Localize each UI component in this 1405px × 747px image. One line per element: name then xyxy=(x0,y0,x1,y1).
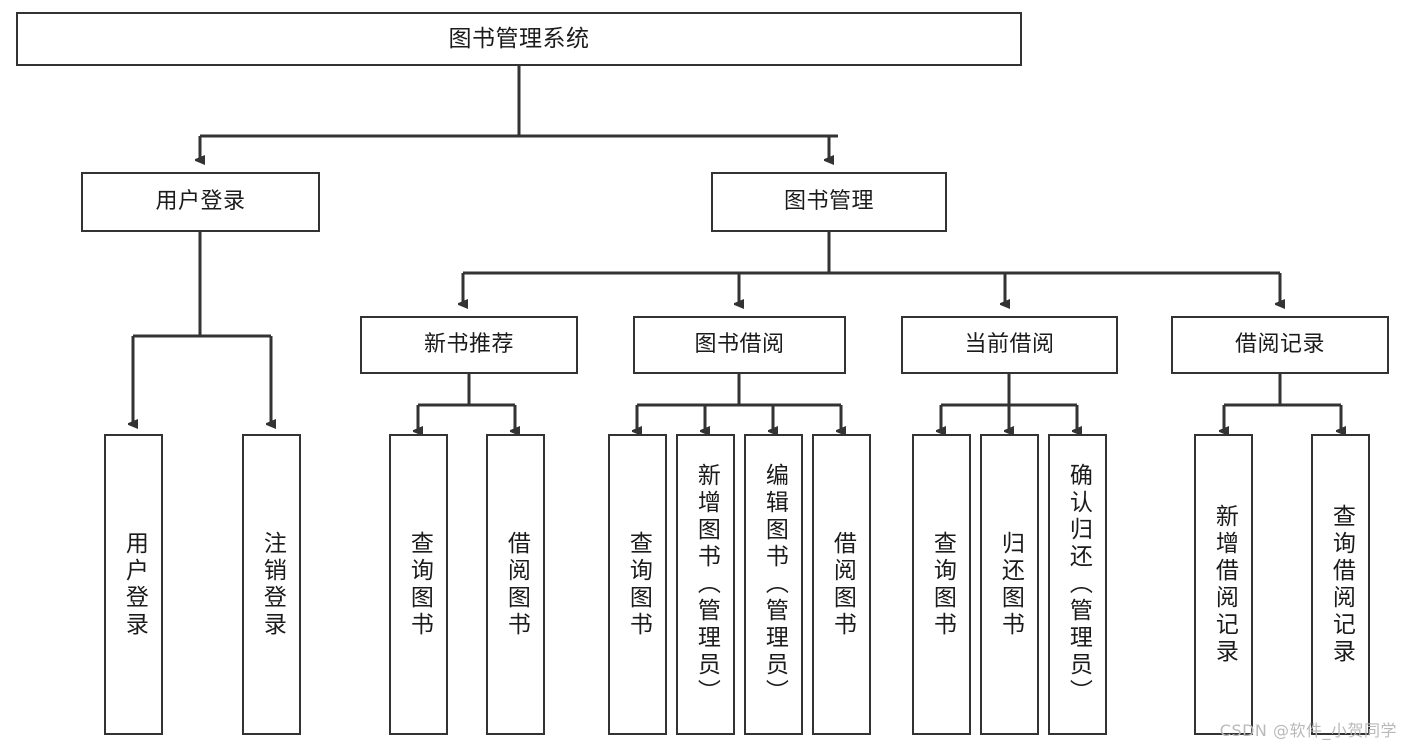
leaf-current-query-book[interactable]: 查询图书 xyxy=(912,434,971,735)
node-borrow-records-label: 借阅记录 xyxy=(1234,332,1325,358)
leaf-current-query-book-label: 查询图书 xyxy=(929,530,956,639)
leaf-records-query-record-label: 查询借阅记录 xyxy=(1328,503,1355,666)
leaf-current-confirm-return-admin-label: 确认归还（管理员） xyxy=(1065,463,1092,706)
node-book-management[interactable]: 图书管理 xyxy=(711,172,947,232)
node-book-management-label: 图书管理 xyxy=(783,189,874,215)
leaf-newbook-borrow-book[interactable]: 借阅图书 xyxy=(486,434,545,735)
node-new-book-recommend-label: 新书推荐 xyxy=(423,332,514,358)
leaf-current-return-book-label: 归还图书 xyxy=(997,530,1024,639)
leaf-borrow-add-book-admin-label: 新增图书（管理员） xyxy=(693,463,720,706)
node-new-book-recommend[interactable]: 新书推荐 xyxy=(360,316,578,374)
leaf-borrow-borrow-book-label: 借阅图书 xyxy=(829,530,856,639)
node-current-borrow-label: 当前借阅 xyxy=(964,332,1055,358)
node-root-label: 图书管理系统 xyxy=(448,25,590,52)
leaf-user-login-label: 用户登录 xyxy=(121,530,148,639)
node-current-borrow[interactable]: 当前借阅 xyxy=(901,316,1118,374)
leaf-current-confirm-return-admin[interactable]: 确认归还（管理员） xyxy=(1048,434,1107,735)
leaf-borrow-edit-book-admin-label: 编辑图书（管理员） xyxy=(761,463,788,706)
leaf-newbook-borrow-book-label: 借阅图书 xyxy=(503,530,530,639)
leaf-logout[interactable]: 注销登录 xyxy=(242,434,301,735)
leaf-borrow-edit-book-admin[interactable]: 编辑图书（管理员） xyxy=(744,434,803,735)
leaf-logout-label: 注销登录 xyxy=(259,530,286,639)
node-user-login[interactable]: 用户登录 xyxy=(81,172,320,232)
leaf-records-add-record-label: 新增借阅记录 xyxy=(1211,503,1238,666)
leaf-borrow-borrow-book[interactable]: 借阅图书 xyxy=(812,434,871,735)
leaf-borrow-query-book-label: 查询图书 xyxy=(625,530,652,639)
node-borrow-records[interactable]: 借阅记录 xyxy=(1171,316,1389,374)
node-user-login-label: 用户登录 xyxy=(155,189,246,215)
node-book-borrow[interactable]: 图书借阅 xyxy=(633,316,846,374)
node-root[interactable]: 图书管理系统 xyxy=(16,12,1022,66)
leaf-current-return-book[interactable]: 归还图书 xyxy=(980,434,1039,735)
node-book-borrow-label: 图书借阅 xyxy=(694,332,785,358)
leaf-borrow-add-book-admin[interactable]: 新增图书（管理员） xyxy=(676,434,735,735)
leaf-newbook-query-book[interactable]: 查询图书 xyxy=(389,434,448,735)
leaf-borrow-query-book[interactable]: 查询图书 xyxy=(608,434,667,735)
leaf-records-add-record[interactable]: 新增借阅记录 xyxy=(1194,434,1253,735)
csdn-watermark: CSDN @软件_小贺同学 xyxy=(1219,721,1397,740)
leaf-newbook-query-book-label: 查询图书 xyxy=(406,530,433,639)
leaf-records-query-record[interactable]: 查询借阅记录 xyxy=(1311,434,1370,735)
leaf-user-login[interactable]: 用户登录 xyxy=(104,434,163,735)
